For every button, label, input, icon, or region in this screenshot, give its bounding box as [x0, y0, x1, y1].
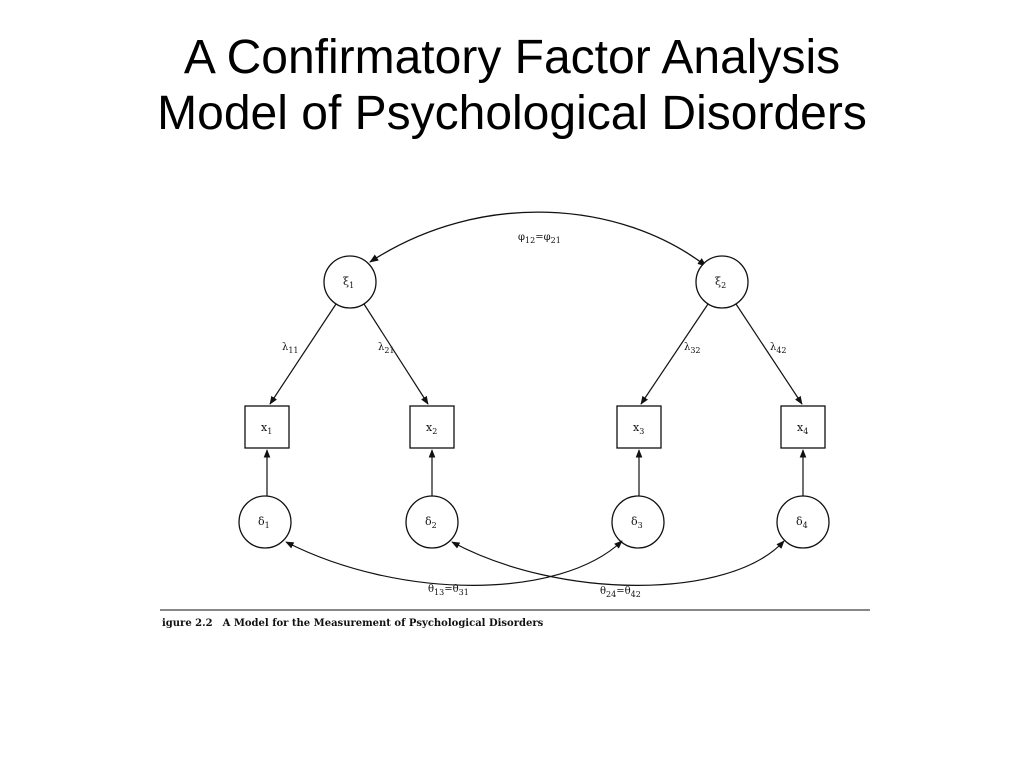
loading-label-lambda21: λ21 [378, 342, 395, 355]
indicator-x4: x4 [780, 405, 826, 449]
factor-covariance-label: φ12=φ21 [518, 232, 561, 245]
svg-text:ξ1: ξ1 [343, 275, 354, 290]
title-line-1: A Confirmatory Factor Analysis [183, 31, 841, 84]
slide-title: A Confirmatory Factor Analysis Model of … [0, 30, 1024, 142]
factor-covariance-arc [369, 211, 707, 267]
error-covariance-label-24: θ24=θ42 [600, 586, 641, 599]
error-delta1: δ1 [238, 495, 292, 549]
error-covariance-arc-13 [285, 540, 623, 586]
error-delta3: δ3 [611, 495, 665, 549]
error-covariance-arc-24 [451, 540, 785, 586]
error-covariance-label-13: θ13=θ31 [428, 584, 469, 597]
indicator-x2: x2 [409, 405, 455, 449]
svg-text:δ1: δ1 [258, 515, 270, 530]
svg-text:x2: x2 [426, 421, 437, 436]
indicator-x1: x1 [244, 405, 290, 449]
loading-arrow-x3 [640, 303, 709, 405]
svg-text:x3: x3 [633, 421, 644, 436]
loading-arrow-x2 [363, 303, 429, 405]
title-line-2: Model of Psychological Disorders [157, 87, 867, 140]
error-delta4: δ4 [776, 495, 830, 549]
indicator-x3: x3 [616, 405, 662, 449]
svg-text:δ2: δ2 [425, 515, 437, 530]
svg-text:x4: x4 [797, 421, 808, 436]
loading-label-lambda42: λ42 [770, 342, 787, 355]
loading-arrow-x4 [735, 303, 803, 405]
svg-text:x1: x1 [261, 421, 272, 436]
error-delta2: δ2 [405, 495, 459, 549]
svg-text:δ3: δ3 [631, 515, 643, 530]
loading-label-lambda32: λ32 [684, 342, 701, 355]
loading-arrow-x1 [269, 303, 337, 405]
loading-label-lambda11: λ11 [282, 342, 299, 355]
latent-factor-xi2: ξ2 [695, 255, 749, 309]
latent-factor-xi1: ξ1 [323, 255, 377, 309]
svg-text:δ4: δ4 [796, 515, 808, 530]
svg-text:ξ2: ξ2 [715, 275, 726, 290]
